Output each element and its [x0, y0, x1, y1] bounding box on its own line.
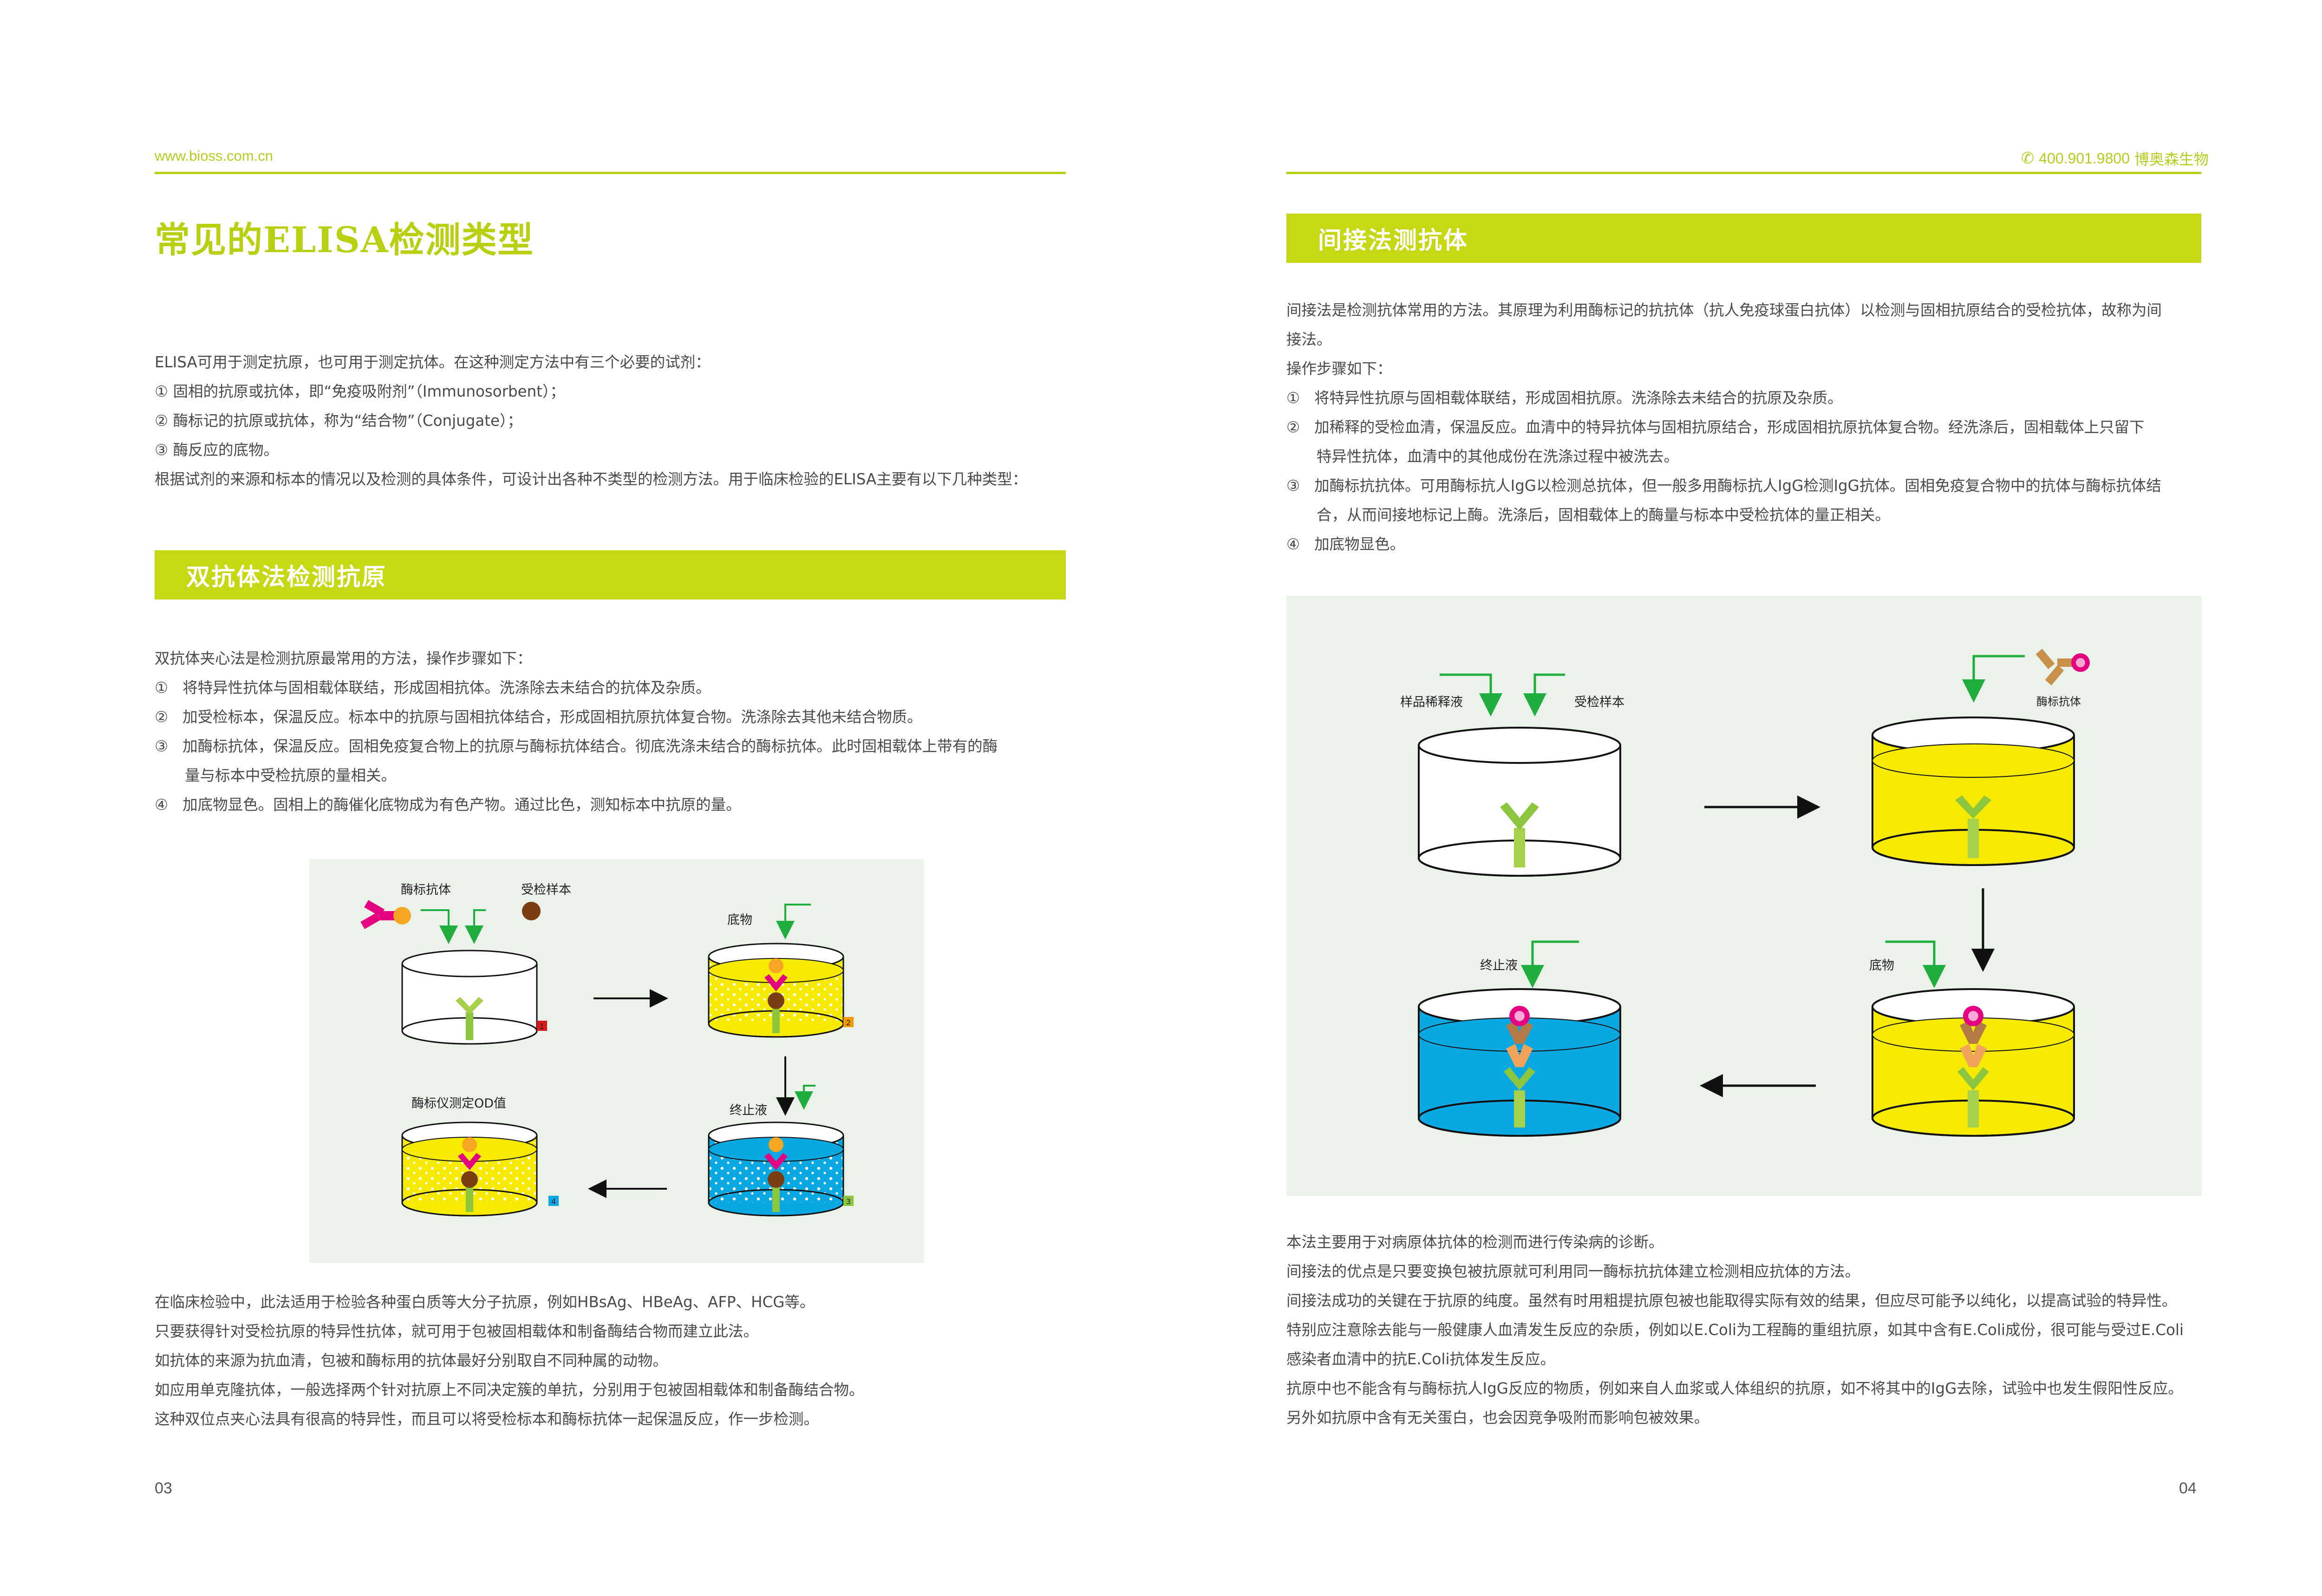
step-text: 加底物显色。固相上的酶催化底物成为有色产物。通过比色，测知标本中抗原的量。 — [183, 796, 741, 814]
intro-line: 根据试剂的来源和标本的情况以及检测的具体条件，可设计出各种不类型的检测方法。用于… — [155, 470, 1028, 488]
well-1: 1 — [401, 950, 547, 1045]
step-text: 将特异性抗体与固相载体联结，形成固相抗体。洗涤除去未结合的抗体及杂质。 — [183, 679, 711, 697]
left-notes: 在临床检验中，此法适用于检验各种蛋白质等大分子抗原，例如HBsAg、HBeAg、… — [155, 1288, 864, 1434]
well-number-4: 4 — [551, 1197, 556, 1206]
section-bar-sandwich: 双抗体法检测抗原 — [155, 550, 1066, 599]
step-line: 特异性抗体，血清中的其他成份在洗涤过程中被洗去。 — [1317, 448, 1679, 465]
label-stop: 终止液 — [1480, 958, 1518, 973]
step-text: 加稀释的受检血清，保温反应。血清中的特异抗体与固相抗原结合，形成固相抗原抗体复合… — [1314, 418, 2145, 436]
label-sample: 受检样本 — [1574, 695, 1624, 710]
step-num: ④ — [1286, 535, 1300, 553]
well-4: 酶标仪测定OD值 4 — [401, 1096, 559, 1217]
label-stop: 终止液 — [730, 1103, 767, 1118]
label-reader: 酶标仪测定OD值 — [411, 1096, 506, 1111]
step-line: ③ 加酶标抗体，保温反应。固相免疫复合物上的抗原与酶标抗体结合。彻底洗涤未结合的… — [155, 732, 998, 761]
label-sample: 受检样本 — [521, 883, 571, 897]
step-num: ③ — [1286, 477, 1300, 495]
label-enzyme-antibody: 酶标抗体 — [401, 883, 451, 897]
note-line: 在临床检验中，此法适用于检验各种蛋白质等大分子抗原，例如HBsAg、HBeAg、… — [155, 1293, 815, 1311]
phone-number: 400.901.9800 — [2039, 150, 2130, 167]
note-line: 如抗体的来源为抗血清，包被和酶标用的抗体最好分别取自不同种属的动物。 — [155, 1352, 668, 1369]
step-line: ④ 加底物显色。 — [1286, 530, 2162, 559]
well-3: 终止液 3 — [708, 1103, 854, 1217]
note-line: 感染者血清中的抗E.Coli抗体发生反应。 — [1286, 1350, 1556, 1368]
well-c: 终止液 — [1418, 940, 1621, 1137]
label-enzyme-antibody: 酶标抗体 — [2036, 695, 2081, 708]
note-line: 只要获得针对受检抗原的特异性抗体，就可用于包被固相载体和制备酶结合物而建立此法。 — [155, 1322, 759, 1340]
intro-line: 接法。 — [1286, 331, 1332, 348]
left-header-rule — [155, 172, 1066, 174]
brand-name: 博奥森生物 — [2134, 151, 2209, 168]
hotline: ✆ 400.901.9800 博奥森生物 — [2021, 148, 2209, 169]
site-url: www.bioss.com.cn — [155, 148, 273, 164]
antigen-icon — [522, 902, 541, 920]
step-line: ① 将特异性抗体与固相载体联结，形成固相抗体。洗涤除去未结合的抗体及杂质。 — [155, 673, 998, 703]
step-text: 加酶标抗体，保温反应。固相免疫复合物上的抗原与酶标抗体结合。彻底洗涤未结合的酶标… — [183, 737, 998, 755]
step-text: 加底物显色。 — [1314, 535, 1405, 553]
step-num: ① — [1286, 389, 1300, 407]
steps-intro: 双抗体夹心法是检测抗原最常用的方法，操作步骤如下： — [155, 650, 532, 667]
label-substrate: 底物 — [1869, 958, 1894, 973]
indirect-elisa-figure: 样品稀释液 受检样本 酶标抗体 底物 — [1286, 596, 2201, 1196]
left-intro: ELISA可用于测定抗原，也可用于测定抗体。在这种测定方法中有三个必要的试剂： … — [155, 348, 1027, 494]
well-d: 底物 — [1869, 940, 2075, 1137]
intro-line: 间接法是检测抗体常用的方法。其原理为利用酶标记的抗抗体（抗人免疫球蛋白抗体）以检… — [1286, 301, 2162, 319]
note-line: 这种双位点夹心法具有很高的特异性，而且可以将受检标本和酶标抗体一起保温反应，作一… — [155, 1410, 819, 1428]
step-line: ③ 加酶标抗抗体。可用酶标抗人IgG以检测总抗体，但一般多用酶标抗人IgG检测I… — [1286, 471, 2162, 501]
phone-icon: ✆ — [2021, 150, 2035, 167]
step-num: ② — [155, 708, 169, 726]
step-num: ③ — [155, 737, 169, 755]
step-line: ① 将特异性抗原与固相载体联结，形成固相抗原。洗涤除去未结合的抗原及杂质。 — [1286, 384, 2162, 413]
step-line: ④ 加底物显色。固相上的酶催化底物成为有色产物。通过比色，测知标本中抗原的量。 — [155, 790, 998, 820]
indirect-diagram: 样品稀释液 受检样本 酶标抗体 底物 — [1400, 649, 2090, 1137]
right-header-rule — [1286, 172, 2201, 174]
note-line: 间接法的优点是只要变换包被抗原就可利用同一酶标抗抗体建立检测相应抗体的方法。 — [1286, 1263, 1860, 1280]
step-line: ② 加稀释的受检血清，保温反应。血清中的特异抗体与固相抗原结合，形成固相抗原抗体… — [1286, 413, 2162, 442]
right-notes: 本法主要用于对病原体抗体的检测而进行传染病的诊断。 间接法的优点是只要变换包被抗… — [1286, 1228, 2184, 1433]
well-number-1: 1 — [540, 1022, 544, 1031]
step-num: ① — [155, 679, 169, 697]
step-text: 加酶标抗抗体。可用酶标抗人IgG以检测总抗体，但一般多用酶标抗人IgG检测IgG… — [1314, 477, 2161, 495]
note-line: 间接法成功的关键在于抗原的纯度。虽然有时用粗提抗原包被也能取得实际有效的结果，但… — [1286, 1292, 2177, 1309]
intro-line: ELISA可用于测定抗原，也可用于测定抗体。在这种测定方法中有三个必要的试剂： — [155, 353, 711, 371]
enzyme-antibody-icon — [360, 900, 411, 929]
note-line: 特别应注意除去能与一般健康人血清发生反应的杂质，例如以E.Coli为工程酶的重组… — [1286, 1321, 2184, 1339]
well-2: 底物 2 — [708, 904, 854, 1038]
step-text: 将特异性抗原与固相载体联结，形成固相抗原。洗涤除去未结合的抗原及杂质。 — [1314, 389, 1843, 407]
note-line: 如应用单克隆抗体，一般选择两个针对抗原上不同决定簇的单抗，分别用于包被固相载体和… — [155, 1381, 864, 1399]
note-line: 另外如抗原中含有无关蛋白，也会因竞争吸附而影响包被效果。 — [1286, 1409, 1709, 1427]
well-number-3: 3 — [846, 1197, 851, 1206]
right-intro-steps: 间接法是检测抗体常用的方法。其原理为利用酶标记的抗抗体（抗人免疫球蛋白抗体）以检… — [1286, 296, 2162, 559]
well-b: 酶标抗体 — [1872, 649, 2090, 866]
coated-antigen-icon — [1500, 802, 1539, 867]
label-diluent: 样品稀释液 — [1400, 695, 1463, 710]
label-substrate: 底物 — [727, 913, 752, 927]
intro-line: 操作步骤如下： — [1286, 360, 1392, 378]
page-number-right: 04 — [2179, 1479, 2197, 1497]
section-bar-indirect: 间接法测抗体 — [1286, 214, 2201, 263]
step-num: ② — [1286, 418, 1300, 436]
step-num: ④ — [155, 796, 169, 814]
left-steps: 双抗体夹心法是检测抗原最常用的方法，操作步骤如下： ① 将特异性抗体与固相载体联… — [155, 644, 998, 820]
sandwich-elisa-figure: 1 酶标抗体 受检样本 底物 2 终止液 — [309, 859, 924, 1263]
enzyme-antibody-icon — [2035, 649, 2090, 685]
note-line: 本法主要用于对病原体抗体的检测而进行传染病的诊断。 — [1286, 1233, 1664, 1251]
page-number-left: 03 — [155, 1479, 172, 1497]
well-number-2: 2 — [846, 1018, 851, 1027]
step-line: 合，从而间接地标记上酶。洗涤后，固相载体上的酶量与标本中受检抗体的量正相关。 — [1317, 506, 1891, 524]
note-line: 抗原中也不能含有与酶标抗人IgG反应的物质，例如来自人血浆或人体组织的抗原，如不… — [1286, 1380, 2183, 1397]
intro-line: ③ 酶反应的底物。 — [155, 441, 279, 459]
step-line: ② 加受检标本，保温反应。标本中的抗原与固相抗体结合，形成固相抗原抗体复合物。洗… — [155, 703, 998, 732]
sandwich-diagram: 1 酶标抗体 受检样本 底物 2 终止液 — [360, 883, 854, 1217]
well-a: 样品稀释液 受检样本 — [1400, 673, 1624, 877]
page-title: 常见的ELISA检测类型 — [155, 219, 534, 261]
intro-line: ② 酶标记的抗原或抗体，称为“结合物”（Conjugate）； — [155, 412, 522, 430]
step-line: 量与标本中受检抗原的量相关。 — [185, 767, 397, 784]
intro-line: ① 固相的抗原或抗体，即“免疫吸附剂”（Immunosorbent）； — [155, 383, 565, 400]
step-text: 加受检标本，保温反应。标本中的抗原与固相抗体结合，形成固相抗原抗体复合物。洗涤除… — [183, 708, 922, 726]
capture-antibody-icon — [456, 997, 483, 1040]
